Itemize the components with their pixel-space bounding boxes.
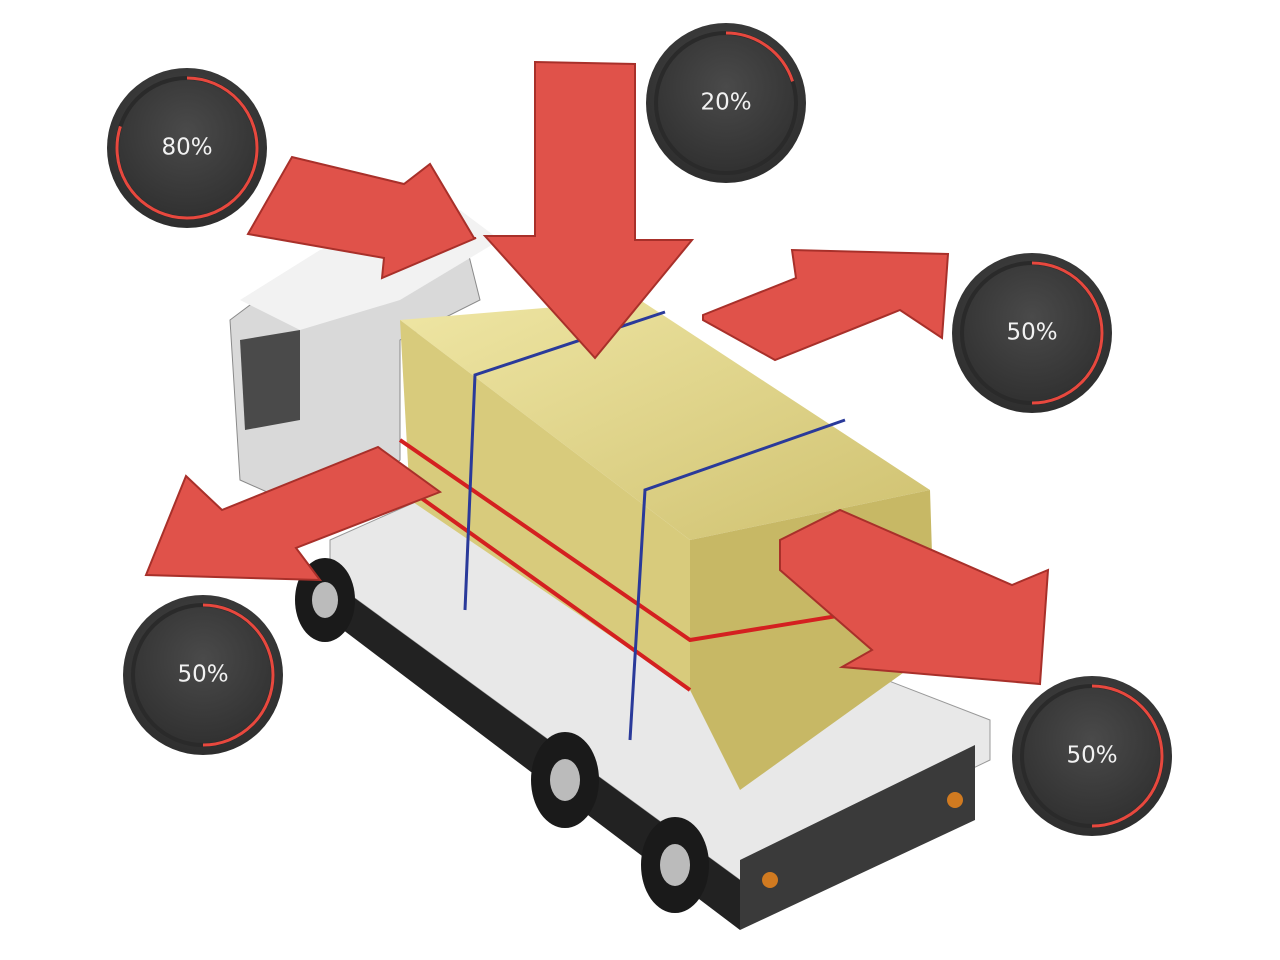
gauge-dial (123, 595, 283, 755)
gauge-dial (107, 68, 267, 228)
load-top (400, 300, 930, 540)
wheel (641, 817, 709, 913)
lashing-strap (628, 418, 846, 741)
arrow-down (482, 60, 695, 360)
arrow-forward-left (246, 155, 477, 280)
truck-rear-bumper (740, 745, 975, 930)
tail-light (947, 792, 963, 808)
truck-windshield (240, 330, 300, 430)
tail-light (762, 872, 778, 888)
gauge-forward: 80% (107, 68, 267, 228)
gauge-progress-arc (115, 76, 259, 220)
gauge-progress-arc (725, 31, 795, 82)
gauge-progress-arc (1031, 261, 1104, 405)
gauge-dial (646, 23, 806, 183)
arrow-right-side (779, 508, 1050, 686)
gauge-value-label: 50% (1006, 320, 1057, 346)
arrow-rear-right (702, 248, 950, 362)
gauge-vertical: 20% (646, 23, 806, 183)
gauge-value-label: 50% (1066, 743, 1117, 769)
gauge-left-side: 50% (123, 595, 283, 755)
arrow-left-side (144, 445, 443, 582)
wheel (531, 732, 599, 828)
gauge-dial (952, 253, 1112, 413)
gauge-value-label: 50% (177, 662, 228, 688)
truck-chassis (330, 580, 740, 930)
gauge-right-side: 50% (1012, 676, 1172, 836)
gauge-value-label: 80% (161, 135, 212, 161)
gauge-progress-arc (202, 603, 275, 747)
gauge-dial (1012, 676, 1172, 836)
red-edge-protector (408, 488, 692, 692)
force-arrows (144, 60, 1050, 686)
gauge-value-label: 20% (700, 90, 751, 116)
gauges: 80% 20% 50% 50% 50% (107, 23, 1172, 836)
gauge-rear-right: 50% (952, 253, 1112, 413)
gauge-progress-arc (1091, 684, 1164, 828)
